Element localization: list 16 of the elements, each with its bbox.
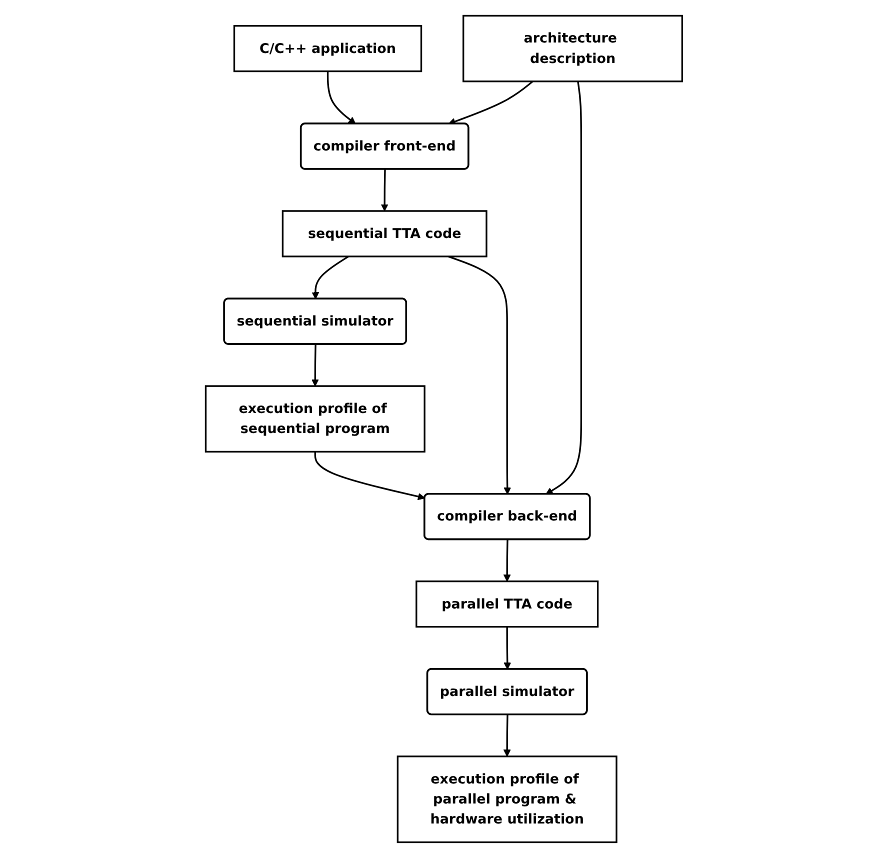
arrow	[448, 255, 512, 494]
node-box: parallel TTA code	[416, 580, 599, 628]
node-box: C/C++ application	[233, 24, 422, 72]
arrow	[326, 70, 356, 124]
arrow	[503, 539, 511, 582]
node-box: execution profile of sequential program	[204, 384, 426, 452]
arrow	[380, 168, 388, 211]
node-box: architecture description	[462, 14, 684, 82]
arrow	[314, 451, 426, 500]
arrow	[311, 344, 319, 386]
arrow	[503, 714, 511, 756]
node-box: execution profile of parallel program & hardware utilization	[396, 755, 618, 843]
arrow	[504, 626, 512, 670]
arrow	[546, 80, 582, 494]
node-box: sequential TTA code	[282, 210, 488, 257]
arrow	[312, 255, 350, 299]
